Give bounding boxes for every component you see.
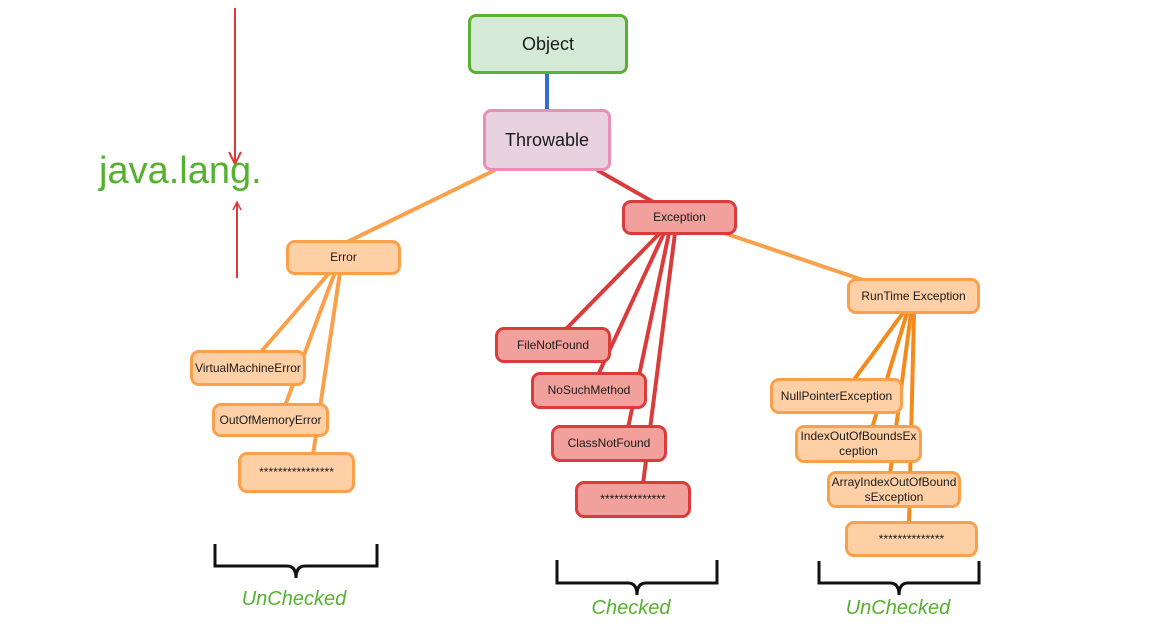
edge-exception-runtime <box>723 231 867 283</box>
brace-runtime-group <box>817 561 981 596</box>
node-class-not-found: ClassNotFound <box>551 425 667 462</box>
node-out-of-memory-error: OutOfMemoryError <box>212 403 329 437</box>
node-runtime-more: ************** <box>845 521 978 557</box>
edge-throwable-exception <box>596 168 656 205</box>
node-index-out-of-bounds-exception: IndexOutOfBoundsEx ception <box>795 425 922 463</box>
package-label: java.lang. <box>99 150 262 192</box>
node-file-not-found: FileNotFound <box>495 327 611 363</box>
edge-exception-fnf <box>564 231 662 331</box>
edge-error-vme <box>258 270 332 355</box>
node-no-such-method: NoSuchMethod <box>531 372 647 409</box>
edge-throwable-error <box>342 168 496 246</box>
node-error-more: **************** <box>238 452 355 493</box>
node-array-index-out-of-bounds-exception: ArrayIndexOutOfBound sException <box>827 471 961 508</box>
node-null-pointer-exception: NullPointerException <box>770 378 903 414</box>
label-unchecked-error: UnChecked <box>241 588 347 610</box>
label-unchecked-runtime: UnChecked <box>845 597 951 619</box>
node-error: Error <box>286 240 401 275</box>
brace-checked-group <box>555 560 719 596</box>
node-runtime-exception: RunTime Exception <box>847 278 980 314</box>
arrow-down-head <box>228 151 242 167</box>
node-virtual-machine-error: VirtualMachineError <box>190 350 306 386</box>
node-object: Object <box>468 14 628 74</box>
edge-runtime-npe <box>851 311 905 383</box>
node-throwable: Throwable <box>483 109 611 171</box>
arrow-up-head <box>232 200 242 211</box>
brace-error-group <box>213 544 379 579</box>
label-checked: Checked <box>591 597 671 619</box>
node-exception-more: ************** <box>575 481 691 518</box>
node-exception: Exception <box>622 200 737 235</box>
